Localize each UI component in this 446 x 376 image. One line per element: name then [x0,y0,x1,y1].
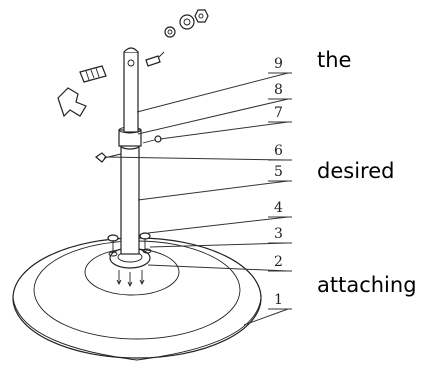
callout-3: 3 [274,226,283,242]
top-hardware [145,9,209,67]
callout-5: 5 [274,164,283,180]
upper-tube [123,47,139,133]
side-word-attaching: attaching [317,273,417,297]
lower-tube [120,142,140,255]
collar [118,126,162,147]
callout-6: 6 [274,143,283,159]
base-plate [109,247,151,288]
callout-numbers: 9 8 7 6 5 4 3 2 1 [274,56,283,308]
side-word-desired: desired [317,159,394,183]
side-word-the: the [317,48,351,72]
callout-8: 8 [274,82,283,98]
callout-4: 4 [274,200,283,216]
threaded-bolt [79,65,107,83]
callout-1: 1 [274,292,283,308]
callout-7: 7 [274,105,283,121]
callout-9: 9 [274,56,283,72]
wing-knob [57,87,87,118]
callout-2: 2 [274,254,283,270]
side-text: the desired attaching [317,48,417,297]
leader-lines [105,72,292,326]
